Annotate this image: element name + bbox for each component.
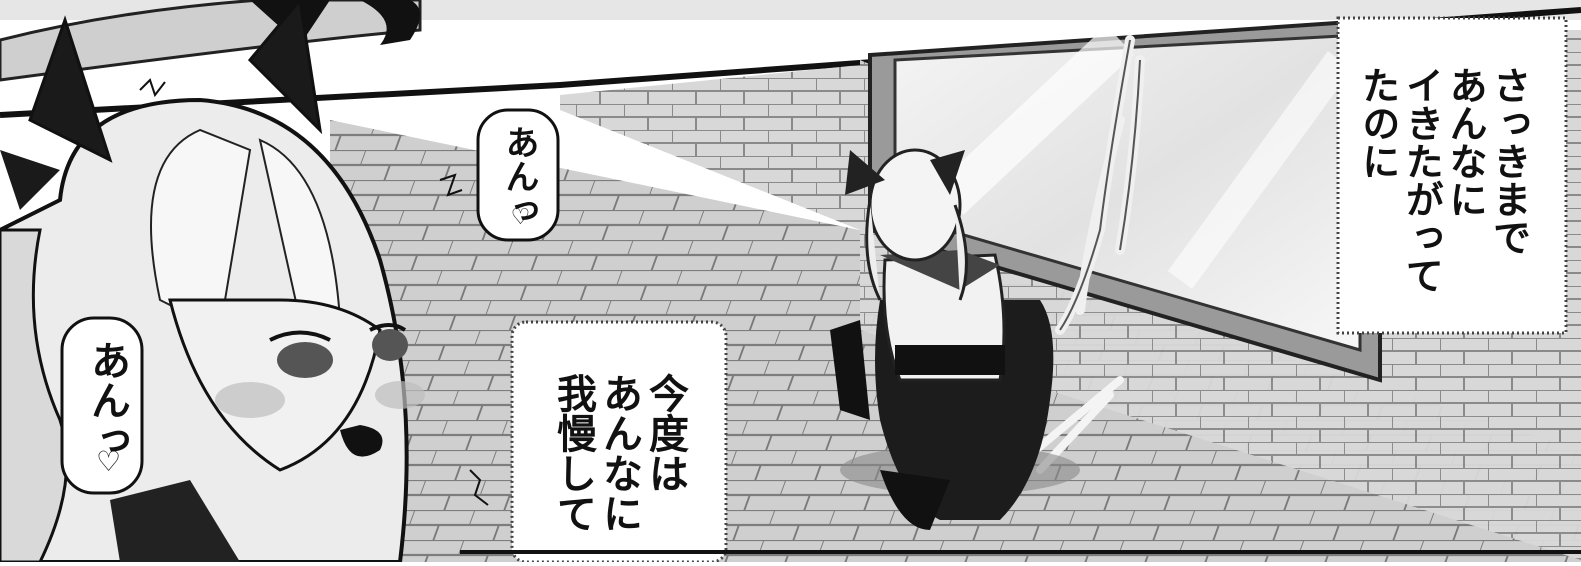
narration-line: たのに [1355,66,1400,181]
narration-text-center: 今度は あんなに 我慢して [550,345,734,545]
heart-icon: ♡ [508,205,533,230]
narration-line: イきたがって [1399,66,1444,295]
narration-line: さっきまで [1486,66,1531,257]
narration-line: あんなに [596,372,642,533]
moan-text-center: あんっ [499,125,539,227]
heart-icon: ♡ [92,445,125,478]
moan-bubble-left [60,316,144,495]
narration-box-top-right [1336,16,1568,335]
kneeling-girl [830,148,1080,530]
brick-wall-left [560,65,860,230]
foreground-girl [0,0,425,564]
narration-line: あんなに [1443,66,1488,219]
top-panel-fragment [0,0,1581,82]
narration-box-center [510,320,728,564]
narration-line: 我慢して [550,372,596,533]
narration-line: 今度は [642,372,688,493]
moan-text-left: あんっ [84,340,130,460]
narration-text-top-right: さっきまで あんなに イきたがって たのに [1355,40,1573,330]
moan-bubble-center [476,108,560,242]
